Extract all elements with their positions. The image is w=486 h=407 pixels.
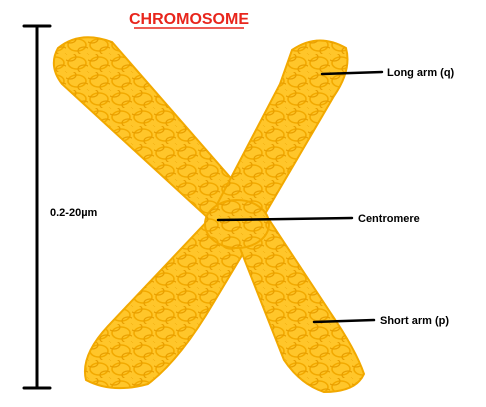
short-arm-label: Short arm (p) bbox=[380, 315, 449, 327]
chromosome-shape bbox=[54, 37, 364, 392]
diagram-title: CHROMOSOME bbox=[129, 11, 249, 28]
long-arm-label: Long arm (q) bbox=[387, 67, 455, 79]
size-scale-bar bbox=[24, 26, 50, 388]
centromere-label: Centromere bbox=[358, 213, 420, 225]
size-label: 0.2-20µm bbox=[50, 207, 98, 219]
